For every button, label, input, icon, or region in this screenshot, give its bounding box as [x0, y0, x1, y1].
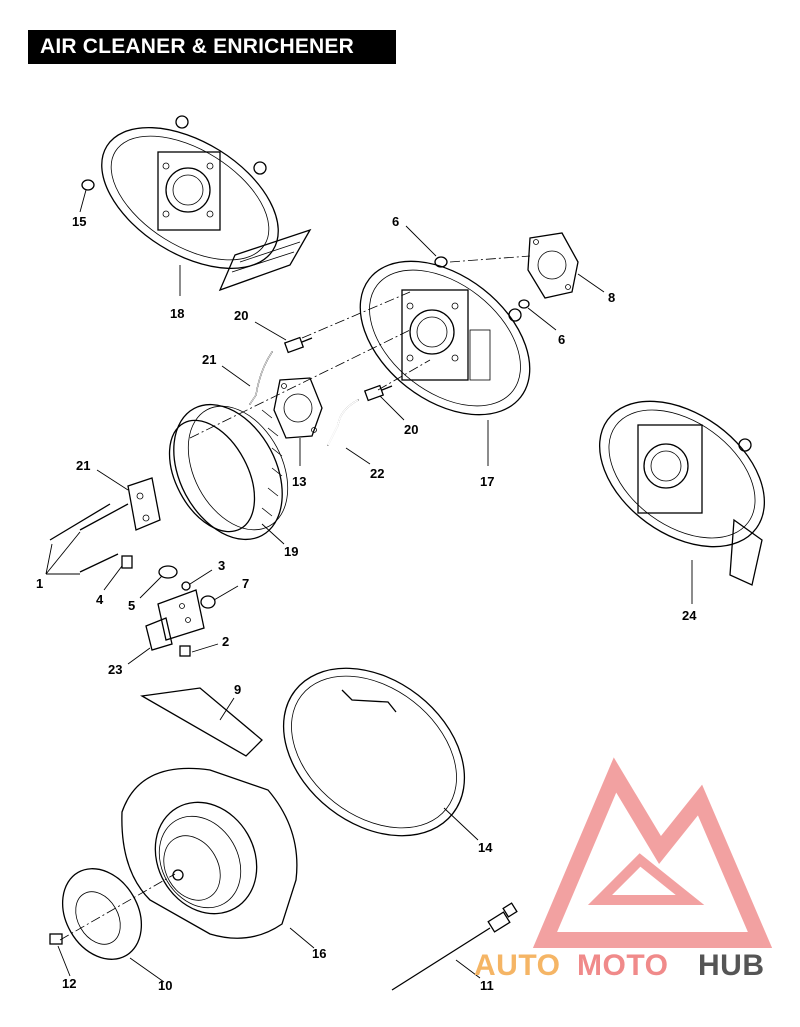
callout-19: 19	[284, 544, 298, 559]
part-4-clip	[121, 555, 133, 569]
callout-24: 24	[682, 608, 697, 623]
part-7-bushing	[200, 595, 216, 609]
callout-1: 1	[36, 576, 43, 591]
callout-6-right: 6	[558, 332, 565, 347]
part-6-washer-top	[434, 256, 448, 268]
callout-14: 14	[478, 840, 493, 855]
watermark-text-moto: MOTO	[577, 949, 668, 982]
callout-20-upper: 20	[234, 308, 248, 323]
callout-10: 10	[158, 978, 172, 993]
alignment-line-lower	[377, 359, 431, 391]
part-6-washer-right	[518, 299, 530, 309]
part-14-cover-trim	[282, 667, 466, 837]
callout-6-top: 6	[392, 214, 399, 229]
alignment-line-middle	[189, 329, 411, 439]
alignment-line-upper	[301, 291, 411, 339]
callout-3: 3	[218, 558, 225, 573]
part-18-backplate	[101, 115, 312, 292]
leader-lines	[45, 189, 693, 983]
watermark-text-auto: AUTO	[474, 949, 560, 982]
part-17-backplate	[359, 260, 531, 416]
callout-21-upper: 21	[202, 352, 216, 367]
part-22-breather-hose	[327, 399, 359, 446]
callout-20-lower: 20	[404, 422, 418, 437]
alignment-line-gasket	[449, 255, 531, 263]
callout-23: 23	[108, 662, 122, 677]
part-20-breather-bolt-lower	[363, 384, 393, 402]
callout-9: 9	[234, 682, 241, 697]
part-15-o-ring	[81, 179, 95, 191]
callout-18: 18	[170, 306, 184, 321]
callout-22: 22	[370, 466, 384, 481]
callout-2: 2	[222, 634, 229, 649]
callout-17: 17	[480, 474, 494, 489]
part-13-gasket	[273, 377, 323, 439]
callout-21-lower: 21	[76, 458, 90, 473]
callout-11: 11	[480, 978, 494, 993]
part-3-nut	[181, 581, 191, 591]
part-21-bracket	[127, 477, 161, 531]
callout-12: 12	[62, 976, 76, 991]
part-11-enrichener-cable	[391, 902, 518, 991]
part-2-screw	[179, 645, 191, 657]
part-10-medallion	[62, 868, 142, 960]
page-title: AIR CLEANER & ENRICHENER	[28, 30, 396, 64]
callout-5: 5	[128, 598, 135, 613]
part-5-hose-clamp	[158, 565, 178, 579]
callout-15: 15	[72, 214, 86, 229]
callout-8: 8	[608, 290, 615, 305]
watermark-logo	[532, 757, 773, 948]
part-24-backplate	[598, 400, 766, 586]
part-12-screw	[49, 933, 63, 945]
callout-13: 13	[292, 474, 306, 489]
alignment-line-cover	[59, 873, 176, 941]
part-20-breather-bolt-upper	[283, 336, 313, 354]
part-9-gasket-strip	[140, 687, 263, 757]
watermark-text-hub: HUB	[698, 949, 765, 982]
part-23-enrichener-bracket	[145, 589, 205, 651]
part-8-gasket	[527, 232, 579, 299]
part-21-breather-hose	[249, 351, 273, 405]
callout-16: 16	[312, 946, 326, 961]
callout-7: 7	[242, 576, 249, 591]
part-16-cover	[121, 767, 298, 939]
part-19-filter-element	[168, 403, 289, 541]
callout-4: 4	[96, 592, 104, 607]
part-1-screws	[49, 503, 129, 573]
